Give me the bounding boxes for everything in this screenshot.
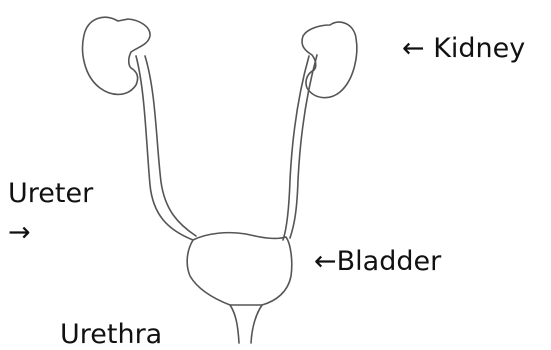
right-ureter-inner <box>290 55 317 238</box>
urethra-label: Urethra <box>60 321 162 348</box>
urethra-right-line <box>251 305 262 343</box>
ureter-label: Ureter <box>8 180 93 207</box>
ureter-arrow: → <box>8 219 31 246</box>
left-ureter-outer <box>136 56 193 240</box>
kidney-label: ← Kidney <box>402 35 525 62</box>
urethra-left-line <box>230 305 239 343</box>
bladder-label: ←Bladder <box>314 248 441 275</box>
left-kidney <box>83 17 151 94</box>
bladder-shape <box>187 233 292 305</box>
left-ureter-inner <box>145 56 196 236</box>
